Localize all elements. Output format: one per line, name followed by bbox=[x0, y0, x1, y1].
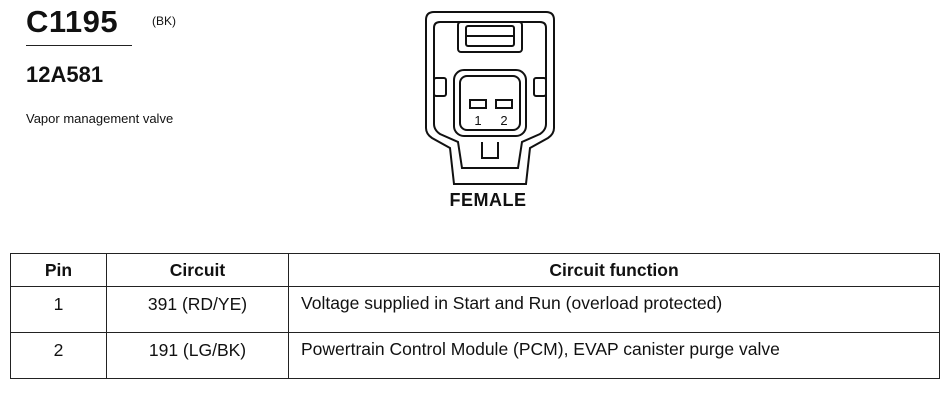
table-header-row: Pin Circuit Circuit function bbox=[10, 253, 940, 287]
connector-id-underline bbox=[26, 45, 132, 46]
latch bbox=[457, 21, 523, 53]
terminal-block-inner bbox=[459, 75, 521, 131]
pin-label-1: 1 bbox=[474, 113, 481, 128]
connector-description: Vapor management valve bbox=[26, 111, 174, 126]
part-number: 12A581 bbox=[26, 62, 104, 87]
cell-pin: 1 bbox=[10, 286, 107, 333]
bottom-key bbox=[481, 142, 499, 159]
cell-function: Voltage supplied in Start and Run (overl… bbox=[288, 286, 940, 333]
housing-inner bbox=[433, 21, 547, 169]
connector-id: C1195 bbox=[26, 4, 119, 39]
pin-slot-1 bbox=[469, 99, 487, 109]
housing-outline bbox=[425, 11, 555, 185]
connector-color: (BK) bbox=[152, 14, 176, 28]
table-row: 2 191 (LG/BK) Powertrain Control Module … bbox=[10, 332, 940, 379]
cell-pin: 2 bbox=[10, 332, 107, 379]
terminal-block bbox=[453, 69, 527, 137]
pin-label-2: 2 bbox=[500, 113, 507, 128]
pin-table: Pin Circuit Circuit function 1 391 (RD/Y… bbox=[10, 253, 940, 379]
cell-circuit: 391 (RD/YE) bbox=[106, 286, 289, 333]
pin-slot-2 bbox=[495, 99, 513, 109]
header-circuit: Circuit bbox=[106, 253, 289, 287]
side-key-left bbox=[433, 77, 447, 97]
side-key-right bbox=[533, 77, 547, 97]
header-function: Circuit function bbox=[288, 253, 940, 287]
connector-view-label: FEMALE bbox=[449, 190, 527, 210]
connector-face-diagram: 1 2 bbox=[425, 11, 555, 185]
header-pin: Pin bbox=[10, 253, 107, 287]
cell-circuit: 191 (LG/BK) bbox=[106, 332, 289, 379]
table-row: 1 391 (RD/YE) Voltage supplied in Start … bbox=[10, 286, 940, 333]
cell-function: Powertrain Control Module (PCM), EVAP ca… bbox=[288, 332, 940, 379]
